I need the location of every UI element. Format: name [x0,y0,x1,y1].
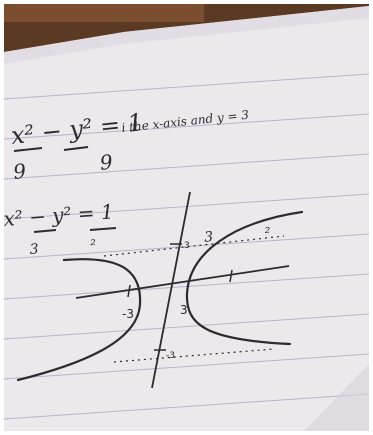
notebook-scene: x² − y² = 1 9 9 i the x-axis and y = 3 x… [4,4,369,431]
x-axis [75,265,290,299]
y-axis [151,191,191,389]
rule-line [4,313,369,340]
rule-line [4,73,369,100]
guide-line-bottom [113,348,275,363]
fraction-bar [33,229,57,233]
guide-line-top [103,235,285,257]
rule-line [4,113,369,140]
table-highlight [4,4,204,22]
fraction-bar [89,227,117,231]
paper-sheet [4,6,369,431]
tick-label-left: -3 [122,307,134,321]
paper-top-edge [4,6,369,64]
graph-axes [75,191,290,389]
tick-left [127,284,131,298]
hyperbola-right-branch [185,210,304,346]
fraction-bar [13,147,43,152]
fraction-bar [63,146,89,151]
tick-labels: -3 3 3 -3 [122,241,190,361]
hyperbola-left-branch [16,258,142,382]
paper-shadow [304,364,369,431]
rule-line [4,153,369,180]
rule-line [4,233,369,260]
tick-label-top: 3 [184,241,190,251]
tick-label-right: 3 [180,303,188,317]
tick-right [229,269,233,283]
rule-line [4,353,369,380]
rule-lines [4,73,369,420]
notebook-photo: x² − y² = 1 9 9 i the x-axis and y = 3 x… [4,4,369,431]
axis-ticks [127,243,233,351]
rule-line [4,273,369,300]
tick-label-bottom: -3 [166,351,175,361]
hyperbola [16,210,304,382]
rule-line [4,393,369,420]
guide-lines [103,235,285,363]
